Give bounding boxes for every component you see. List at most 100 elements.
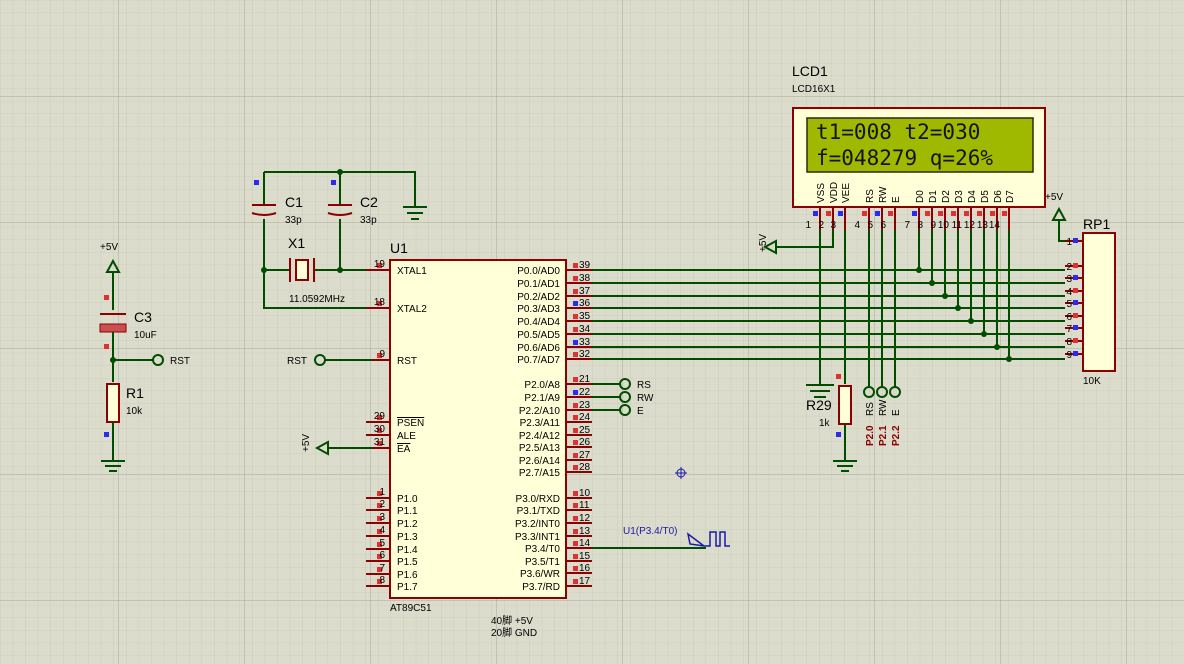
c3-value: 10uF	[134, 330, 157, 341]
rp1-pin-9[interactable]: 9	[1065, 350, 1083, 361]
p22-label: P2.2	[891, 425, 902, 446]
rp1-pin-7[interactable]: 7	[1065, 324, 1083, 335]
u1-pin-number: 5	[379, 538, 385, 549]
rp1-pin-3[interactable]: 3	[1065, 274, 1083, 285]
u1-pin-4[interactable]: 4P1.3	[366, 525, 418, 543]
u1-pin-1[interactable]: 1P1.0	[366, 487, 418, 505]
u1-pin-name: P3.1/TXD	[517, 506, 560, 517]
capacitor-c1[interactable]: C1 33p	[251, 180, 303, 226]
u1-pin-name: P3.7/RD	[522, 582, 560, 593]
rp1-pin-4[interactable]: 4	[1065, 287, 1083, 298]
lcd-pin-e[interactable]: 6E	[880, 196, 902, 231]
lcd-pin-rw[interactable]: 5RW	[867, 186, 889, 231]
u1-pin-number: 18	[374, 297, 386, 308]
u1-pin-7[interactable]: 7P1.6	[366, 563, 418, 581]
rp1-pin-6[interactable]: 6	[1065, 312, 1083, 323]
u1-pin-2[interactable]: 2P1.1	[366, 499, 418, 517]
lcd-pin-d1[interactable]: 8D1	[917, 190, 939, 231]
u1-pin-5[interactable]: 5P1.4	[366, 538, 418, 556]
rp1-pin-2[interactable]: 2	[1065, 262, 1083, 273]
crystal-x1[interactable]: X1 11.0592MHz	[288, 235, 345, 305]
capacitor-c2[interactable]: C2 33p	[327, 180, 378, 226]
u1-pin-number: 3	[379, 512, 385, 523]
rp1-pin-number: 5	[1066, 299, 1072, 310]
u1-pin-name: P3.3/INT1	[515, 532, 560, 543]
u1-pin-name: P2.2/A10	[519, 406, 561, 417]
rp1-pin-1[interactable]: 1	[1065, 237, 1083, 248]
lcd-power-wiring: +5V RS RW E P2.0 P2.1 P2.2	[758, 230, 902, 446]
lcd-rs-label: RS	[865, 402, 876, 416]
lcd-pin-number: 11	[952, 220, 963, 231]
u1-pin-name: EA	[397, 444, 411, 455]
u1-pin-number: 29	[374, 411, 386, 422]
u1-pin-name: P0.1/AD1	[517, 279, 560, 290]
lcd-pin-d0[interactable]: 7D0	[904, 190, 926, 231]
rp1-pin-number: 1	[1066, 237, 1072, 248]
t0-signal-probe[interactable]: U1(P3.4/T0)	[592, 526, 730, 549]
u1-pin-name: P2.4/A12	[519, 431, 561, 442]
lcd-pins: 1VSS2VDD3VEE4RS5RW6E7D08D19D210D311D412D…	[805, 182, 1016, 231]
u1-pin-name: P1.0	[397, 494, 418, 505]
u1-pin-8[interactable]: 8P1.7	[366, 575, 418, 593]
u1-pin-3[interactable]: 3P1.2	[366, 512, 418, 530]
u1-pin-name: P3.6/WR	[520, 569, 560, 580]
lcd-pin-number: 7	[904, 220, 910, 231]
rp1-pin-5[interactable]: 5	[1065, 299, 1083, 310]
rp1-pin-number: 4	[1066, 287, 1072, 298]
u1-pin-number: 28	[579, 462, 591, 473]
lcd-lcd1[interactable]: LCD1 LCD16X1 t1=008 t2=030 f=048279 q=26…	[792, 63, 1046, 231]
lcd-pin-name: D5	[980, 190, 991, 203]
u1-right-pins: 39P0.0/AD038P0.1/AD137P0.2/AD236P0.3/AD3…	[515, 260, 592, 593]
u1-pin-number: 15	[579, 551, 591, 562]
rp1-pin-8[interactable]: 8	[1065, 337, 1083, 348]
lcd-pin-name: D2	[941, 190, 952, 203]
u1-pin-name: P3.0/RXD	[516, 494, 560, 505]
rp1-pin-number: 9	[1066, 350, 1072, 361]
mcu-u1[interactable]: U1 AT89C51 19XTAL118XTAL29RST29PSEN30ALE…	[366, 240, 592, 639]
lcd-pin-number: 14	[989, 220, 1001, 231]
lcd-pin-rs[interactable]: 4RS	[854, 189, 876, 231]
u1-pin-6[interactable]: 6P1.5	[366, 550, 418, 568]
lcd-pin-d2[interactable]: 9D2	[930, 190, 952, 231]
lcd-e-label: E	[891, 409, 902, 416]
resistor-r29[interactable]: R29 1k	[806, 374, 857, 472]
